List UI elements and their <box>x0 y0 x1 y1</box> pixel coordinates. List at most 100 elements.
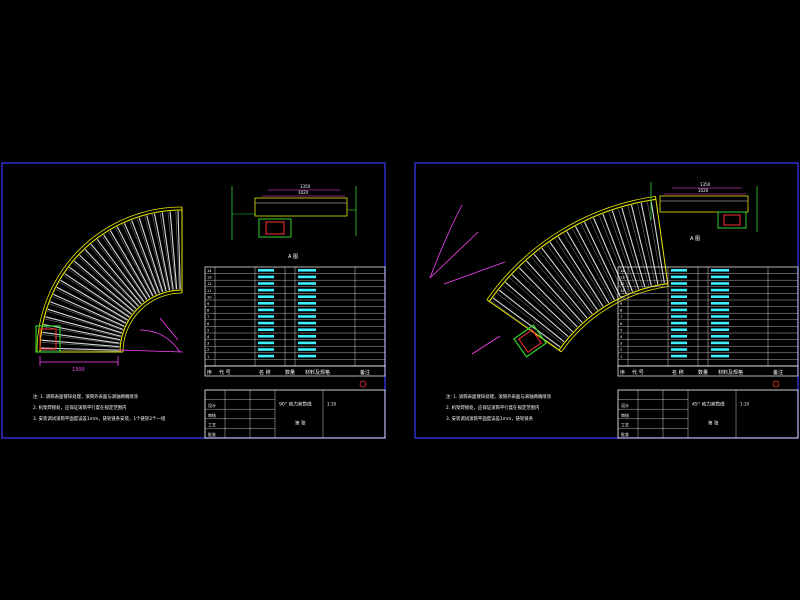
notes-block: 注: 1. 滚筒表面镀锌处理，滚筒外表面与滚轴两端喷涂 2. 机架焊接处，应保证… <box>446 393 552 422</box>
bom-row-number: 6 <box>207 322 210 326</box>
roller <box>161 212 174 290</box>
roller-edge <box>647 201 663 284</box>
roller <box>153 213 171 291</box>
roller <box>45 316 122 337</box>
bom-row-number: 5 <box>207 328 209 332</box>
bom-row-number: 9 <box>620 302 623 306</box>
dim-bottom-label: 1300 <box>72 367 85 373</box>
curved-conveyor-45 <box>486 196 669 358</box>
title-row-label: 设计 <box>208 402 216 408</box>
bom-header-cell: 数量 <box>698 369 708 376</box>
frame-rail <box>558 283 668 351</box>
frame-rail <box>119 289 183 353</box>
bom-cell-material <box>711 328 729 331</box>
note-line-1: 注: 1. 滚筒表面镀锌处理，滚筒外表面与滚轴两端喷涂 <box>33 393 139 400</box>
bom-header-cell: 代 号 <box>219 369 231 376</box>
bom-row-number: 14 <box>620 269 625 273</box>
bom-cell-name <box>671 335 687 338</box>
bom-cell-name <box>258 288 274 292</box>
bom-row-number: 7 <box>620 315 622 319</box>
bom-cell-material <box>298 348 316 351</box>
bom-cell-material <box>711 348 729 351</box>
drawing-name: 45° 动力滚筒线 <box>692 400 725 407</box>
roller-edge <box>167 211 176 290</box>
bom-cell-material <box>298 282 316 285</box>
roller-edge <box>159 212 173 290</box>
roller <box>103 234 148 300</box>
note-line-1: 注: 1. 滚筒表面镀锌处理，滚筒外表面与滚轴两端喷涂 <box>446 393 552 400</box>
bom-row-number: 1 <box>620 355 622 359</box>
roller-edge <box>502 285 567 339</box>
roller-edge <box>608 211 637 291</box>
roller <box>505 281 569 338</box>
bom-cell-name <box>258 269 274 272</box>
note-line-2: 2. 机架焊接处，应保证滚筒平行度在规定范围内 <box>33 404 126 411</box>
bom-cell-name <box>258 341 274 345</box>
drive-gearbox <box>518 329 542 353</box>
bom-row-number: 10 <box>207 295 212 299</box>
roller <box>177 211 181 290</box>
bom-header-cell: 代 号 <box>632 369 644 376</box>
roller-edge <box>59 282 128 322</box>
roller-edge <box>637 203 656 285</box>
roller-edge <box>496 292 563 344</box>
bom-cell-material <box>711 321 729 325</box>
roller <box>41 347 120 351</box>
roller <box>511 274 574 333</box>
note-line-3: 3. 安装调试滚筒平面度误差1mm，链轮链条安装，1个链轮2个一组 <box>33 415 166 422</box>
roller-edge <box>509 277 572 334</box>
bom-cell-material <box>298 328 316 331</box>
roller-edge <box>49 303 123 331</box>
bom-cell-material <box>298 275 316 279</box>
roller <box>518 267 578 328</box>
frame-rail <box>36 206 183 353</box>
bom-header-cell: 名 称 <box>259 369 271 376</box>
bom-cell-name <box>258 348 274 351</box>
bom-cell-name <box>671 282 687 285</box>
roller <box>602 213 634 292</box>
roller-edge <box>530 256 586 320</box>
roller <box>566 231 610 304</box>
roller <box>50 301 124 331</box>
roller-edge <box>175 211 180 290</box>
bom-cell-material <box>711 302 729 305</box>
roller <box>56 286 127 324</box>
title-row-label: 批准 <box>621 431 629 437</box>
frame-rail <box>39 209 183 353</box>
bom-table: 1413121110987654321序代 号名 称数量材料及规格备注 <box>204 266 386 377</box>
bom-cell-material <box>711 288 729 292</box>
bom-row-number: 10 <box>620 295 625 299</box>
roller-edge <box>129 220 159 294</box>
top-dim-2: 1020 <box>298 190 309 195</box>
frame-end <box>486 299 562 353</box>
note-line-3: 3. 安装调试滚筒平面度误差1mm，链轮链条 <box>446 415 534 422</box>
bom-header-cell: 材料及规格 <box>305 369 330 376</box>
roller <box>90 243 142 305</box>
roller <box>60 279 129 321</box>
roller-edge <box>152 214 169 291</box>
top-dim-1: 1350 <box>700 182 711 187</box>
title-row-label: 工艺 <box>621 422 629 427</box>
bom-cell-material <box>711 354 729 358</box>
roller-edge <box>571 228 613 302</box>
drawing-sheet-2: 1350 1020 A 图 注: 1. 滚筒表面镀锌处理，滚筒外表面与滚轴两端喷… <box>414 162 799 439</box>
bom-row-number: 12 <box>620 282 625 286</box>
roller <box>630 204 652 286</box>
bom-header-cell: 备注 <box>773 369 783 376</box>
bom-row-number: 4 <box>620 335 623 339</box>
bom-header-cell: 备注 <box>360 369 370 376</box>
roller-edge <box>41 342 120 348</box>
bom-row-number: 9 <box>207 302 210 306</box>
bom-cell-name <box>671 308 687 312</box>
sheet-number: 第 张 <box>295 420 306 427</box>
drive-motor <box>513 324 547 358</box>
roller-edge <box>538 250 591 316</box>
bom-cell-material <box>711 269 729 272</box>
bom-row-number: 6 <box>620 322 623 326</box>
bom-cell-name <box>671 288 687 292</box>
frame-end <box>654 196 669 287</box>
roller <box>138 217 164 293</box>
bom-cell-name <box>671 302 687 305</box>
roller <box>79 254 137 310</box>
roller <box>583 221 621 298</box>
